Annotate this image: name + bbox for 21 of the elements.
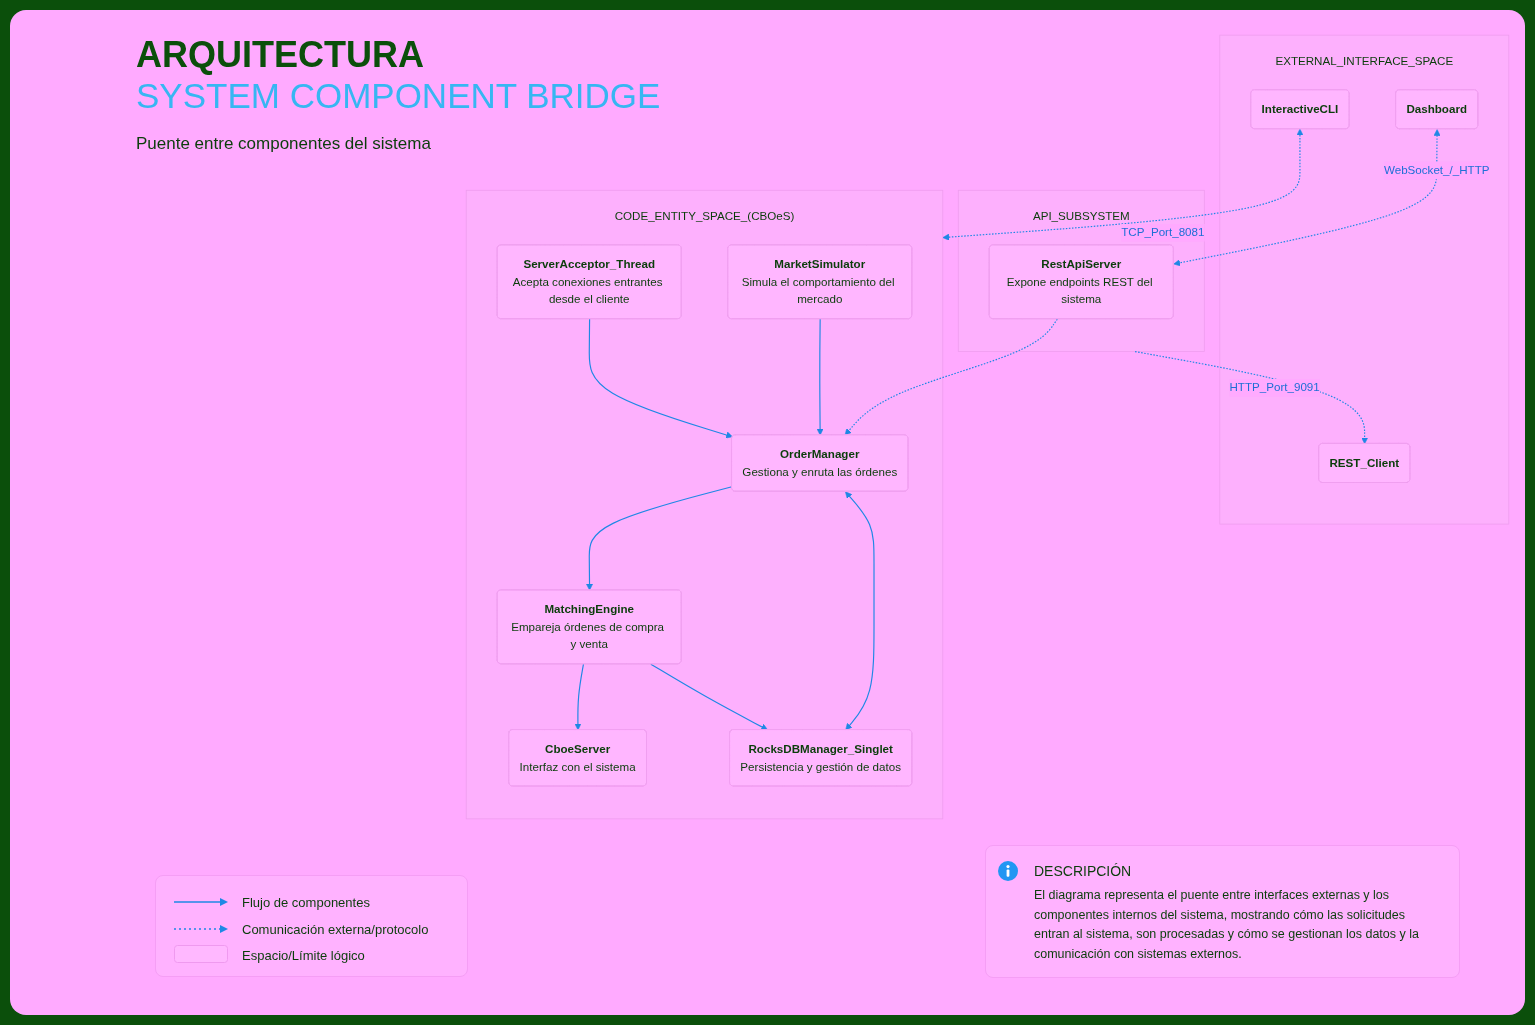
legend-label: Espacio/Límite lógico [242,948,365,963]
arrow [1134,351,1369,445]
description-heading: DESCRIPCIÓN [1034,863,1132,879]
subtitle: SYSTEM COMPONENT BRIDGE [136,76,661,116]
edge-label: TCP_Port_8081 [1121,225,1205,239]
arrow [650,663,768,731]
title: ARQUITECTURA [136,34,424,76]
edge-label: HTTP_Port_9091 [1229,380,1320,394]
edge-label: WebSocket_/_HTTP [1383,163,1490,177]
arrow [1173,129,1441,267]
legend-label: Comunicación externa/protocolo [242,921,429,937]
description-text: El diagrama representa el puente entre interfaces externas y los componentes internos del sistema, mostrando cómo las solicitudes entran al sistema, son procesadas y cómo se gestionan los datos y la comunicación con sistemas externos. [1034,887,1420,963]
arrow [574,663,585,731]
arrow [942,128,1304,241]
arrow [586,486,733,591]
tagline: Puente entre componentes del sistema [136,134,431,154]
arrow [844,318,1058,436]
arrow [816,318,824,436]
arrow [845,491,875,731]
arrow [588,318,733,439]
legend-label: Flujo de componentes [242,895,370,910]
